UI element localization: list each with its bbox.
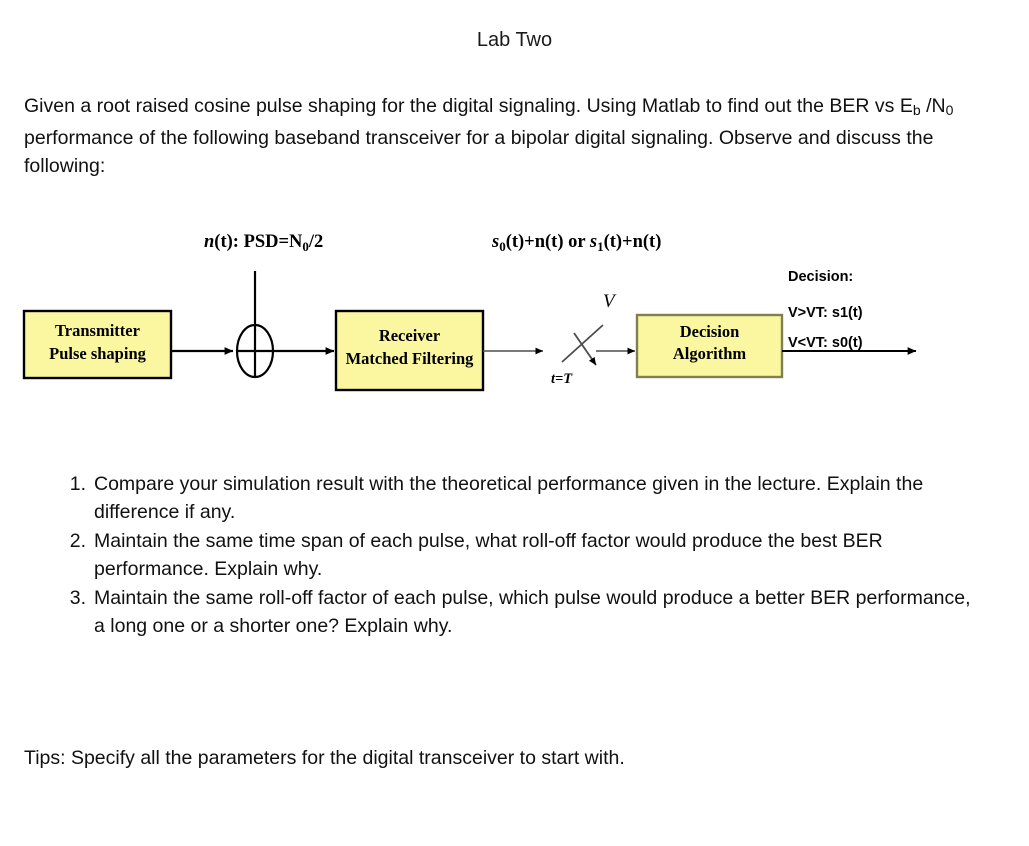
list-item: 3. Maintain the same roll-off factor of …: [56, 584, 976, 640]
block-receiver: [334, 309, 485, 392]
list-item-text: Compare your simulation result with the …: [94, 473, 924, 523]
list-item-text: Maintain the same roll-off factor of eac…: [94, 587, 971, 637]
noise-label-suffix: /2: [308, 232, 323, 252]
decision-rule-low: V<VT: s0(t): [788, 335, 863, 351]
voltage-label: V: [603, 291, 617, 312]
signal-label-s1: s: [589, 232, 597, 252]
block-receiver-line2: Matched Filtering: [346, 349, 475, 368]
block-decision-line1: Decision: [680, 322, 740, 341]
sample-time-label: t=T: [551, 371, 573, 387]
block-transmitter-line1: Transmitter: [55, 321, 140, 340]
noise-label-sub: 0: [302, 239, 309, 254]
intro-paragraph: Given a root raised cosine pulse shaping…: [24, 92, 976, 180]
block-transmitter: [22, 309, 173, 380]
intro-text-before-eb: Given a root raised cosine pulse shaping…: [24, 94, 913, 117]
intro-text-between: /N: [920, 94, 946, 117]
block-receiver-line1: Receiver: [379, 326, 440, 345]
list-item-number: 2.: [69, 530, 86, 552]
list-item: 1. Compare your simulation result with t…: [56, 470, 976, 526]
page-title: Lab Two: [476, 29, 553, 51]
n0-subscript: 0: [945, 101, 954, 118]
block-decision-algorithm: [635, 313, 784, 379]
signal-label-end: (t)+n(t): [604, 232, 662, 252]
signal-label-sub0: 0: [499, 239, 506, 254]
noise-label: n(t): PSD=N0/2: [204, 232, 323, 254]
noise-label-prefix: n: [204, 232, 214, 252]
transceiver-block-diagram: n(t): PSD=N0/2 s0(t)+n(t) or s1(t)+n(t) …: [0, 225, 1029, 405]
signal-label: s0(t)+n(t) or s1(t)+n(t): [491, 232, 661, 254]
eb-subscript: b: [912, 101, 921, 118]
block-transmitter-line2: Pulse shaping: [49, 344, 146, 363]
list-item-number: 3.: [69, 587, 86, 609]
list-item: 2. Maintain the same time span of each p…: [56, 527, 976, 583]
intro-text-after-n0: performance of the following baseband tr…: [24, 126, 934, 177]
tips-text: Tips: Specify all the parameters for the…: [24, 747, 625, 769]
signal-label-mid: (t)+n(t) or: [506, 232, 590, 252]
list-item-number: 1.: [69, 473, 86, 495]
sampler-switch-arrow: [573, 332, 597, 366]
signal-label-sub1: 1: [597, 239, 604, 254]
noise-label-body: (t): PSD=N: [214, 232, 303, 252]
sampler-switch-blade: [561, 324, 604, 363]
signal-label-s0: s: [491, 232, 499, 252]
task-list: 1. Compare your simulation result with t…: [56, 470, 976, 641]
block-decision-line2: Algorithm: [673, 344, 747, 363]
decision-rule-high: V>VT: s1(t): [788, 305, 863, 321]
decision-heading: Decision:: [788, 269, 853, 285]
list-item-text: Maintain the same time span of each puls…: [94, 530, 883, 580]
